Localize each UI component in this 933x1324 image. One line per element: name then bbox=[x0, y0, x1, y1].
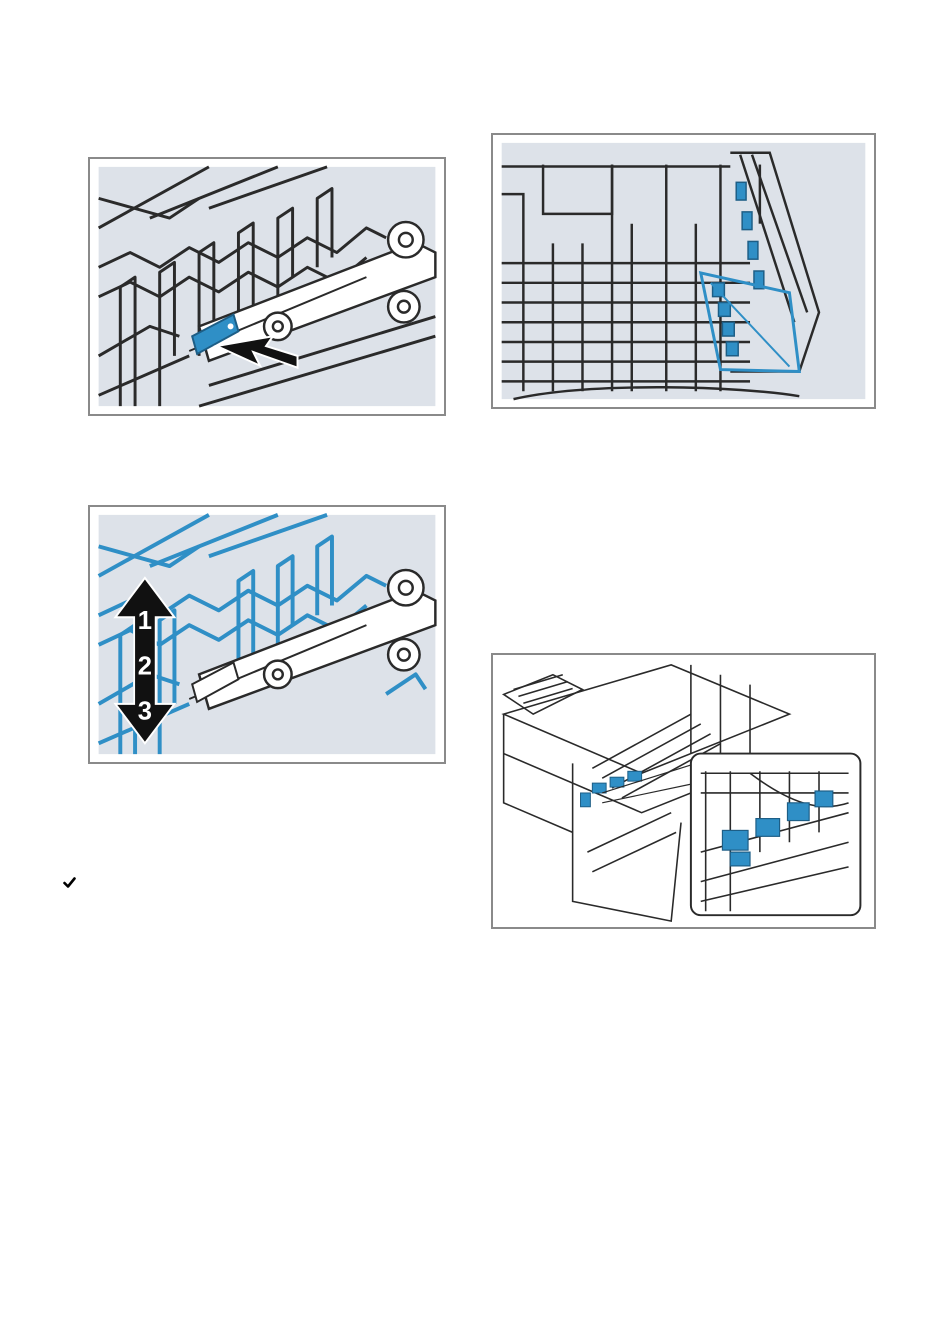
figure-lower-rack-inset bbox=[491, 653, 876, 929]
position-label-1: 1 bbox=[138, 607, 152, 635]
rack-height-illustration: 1 2 3 bbox=[90, 507, 444, 762]
upper-rack-illustration bbox=[493, 135, 874, 407]
rack-release-lever-illustration bbox=[90, 159, 444, 414]
lower-rack-illustration bbox=[493, 655, 874, 927]
figure-rack-height-positions: 1 2 3 bbox=[88, 505, 446, 764]
figure-rack-release-lever bbox=[88, 157, 446, 416]
position-label-2: 2 bbox=[138, 652, 152, 680]
check-mark-icon bbox=[63, 876, 76, 889]
figure-upper-rack-tines bbox=[491, 133, 876, 409]
position-label-3: 3 bbox=[138, 698, 152, 726]
